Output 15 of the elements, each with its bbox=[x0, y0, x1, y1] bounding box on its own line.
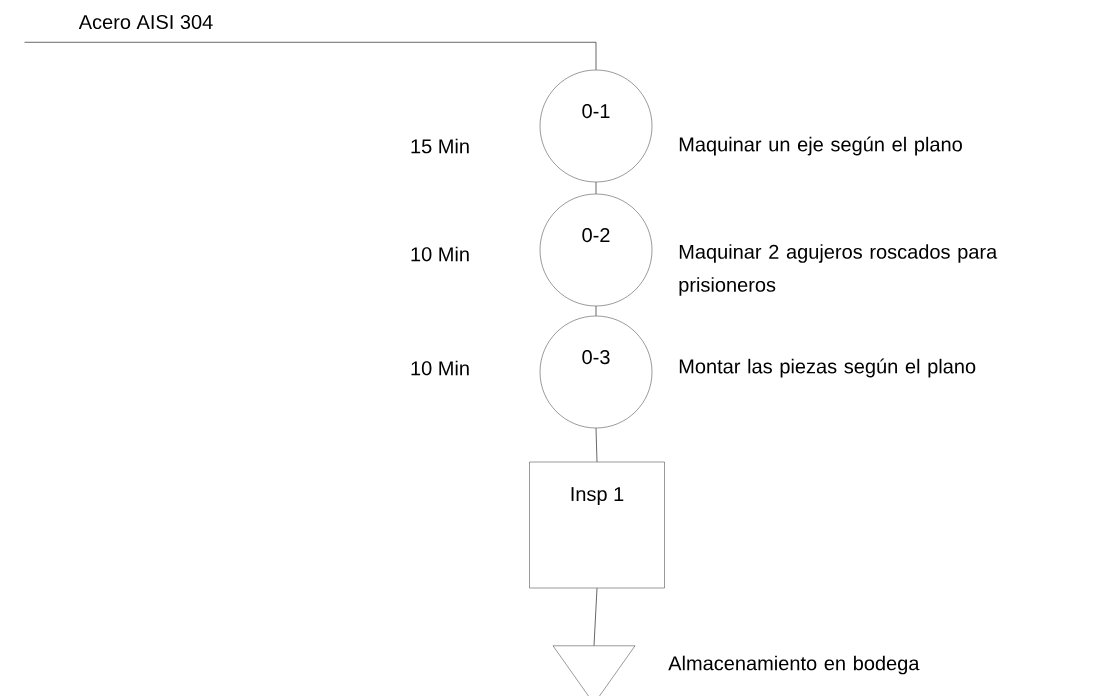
step-description: Montar las piezas según el plano bbox=[679, 358, 976, 378]
step-description: Almacenamiento en bodega bbox=[668, 655, 920, 675]
inspection-box: Insp 1 bbox=[529, 461, 665, 589]
step-description: Maquinar un eje según el plano bbox=[679, 136, 962, 156]
storage-triangle bbox=[552, 645, 636, 696]
material-label: Acero AISI 304 bbox=[78, 14, 213, 30]
connector-line bbox=[24, 42, 597, 71]
duration-label: 10 Min bbox=[411, 360, 469, 376]
duration-label: 15 Min bbox=[411, 138, 469, 154]
connector-line bbox=[595, 305, 597, 317]
connector-line bbox=[595, 427, 598, 463]
connector-line bbox=[595, 181, 597, 195]
duration-label: 10 Min bbox=[411, 246, 469, 262]
connector-line bbox=[593, 587, 598, 646]
step-description: Maquinar 2 agujeros roscados para prisioneros bbox=[679, 244, 998, 296]
